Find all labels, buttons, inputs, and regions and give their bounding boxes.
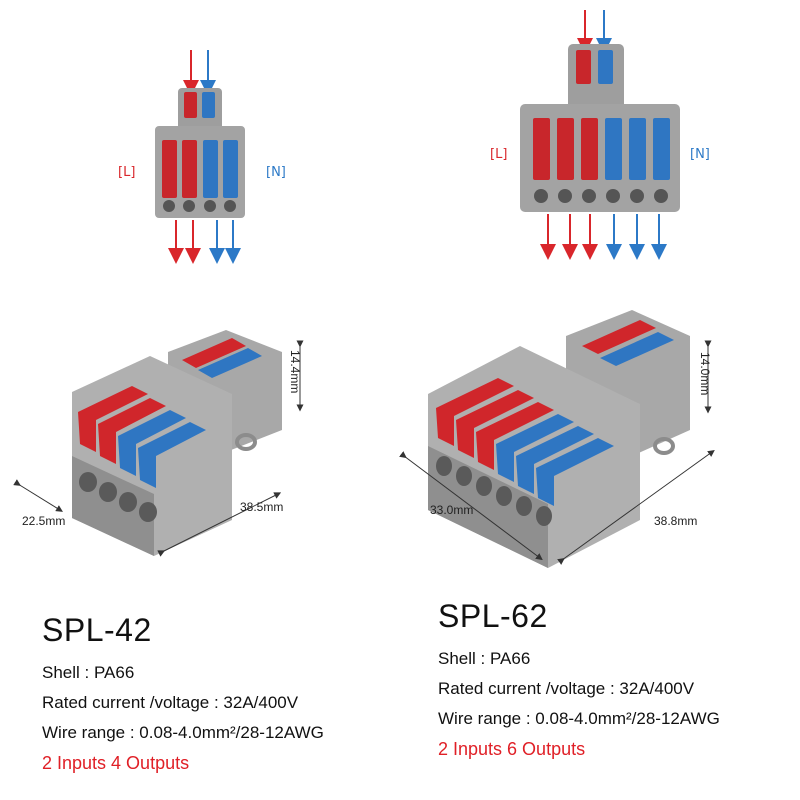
live-label-text: [L] <box>118 165 136 180</box>
spl42-height-dimension: 14.4mm <box>288 350 302 394</box>
spl42-perspective-view <box>13 330 304 557</box>
spl42-neutral-label: [N] <box>266 165 286 180</box>
spl62-height-dimension: 14.0mm <box>698 352 712 396</box>
spl42-width-dimension: 22.5mm <box>22 514 66 528</box>
spl62-width-dimension: 33.0mm <box>430 503 474 517</box>
spl42-front-view <box>155 50 245 264</box>
spl62-front-view <box>520 10 680 260</box>
wire-spec: Wire range : 0.08-4.0mm²/28-12AWG <box>438 709 720 728</box>
rating-spec: Rated current /voltage : 32A/400V <box>42 693 299 712</box>
io-spec: 2 Inputs 6 Outputs <box>438 739 586 759</box>
neutral-label-text: [N] <box>266 165 286 180</box>
spl42-spec-block: SPL-42 Shell : PA66 Rated current /volta… <box>42 612 442 774</box>
shell-spec: Shell : PA66 <box>438 649 531 668</box>
spl62-live-label: [L] <box>490 147 507 162</box>
shell-spec: Shell : PA66 <box>42 663 135 682</box>
spl62-perspective-view <box>399 310 715 568</box>
neutral-label-text: [N] <box>690 147 710 162</box>
wire-spec: Wire range : 0.08-4.0mm²/28-12AWG <box>42 723 324 742</box>
product-illustration <box>13 10 715 568</box>
rating-spec: Rated current /voltage : 32A/400V <box>438 679 695 698</box>
live-label-text: [L] <box>490 147 508 162</box>
model-name: SPL-62 <box>438 598 548 634</box>
spl62-length-dimension: 38.8mm <box>654 514 698 528</box>
spl42-live-label: [L] <box>118 165 135 180</box>
io-spec: 2 Inputs 4 Outputs <box>42 753 190 773</box>
model-name: SPL-42 <box>42 612 152 648</box>
spl42-length-dimension: 38.5mm <box>240 500 284 514</box>
spl62-spec-block: SPL-62 Shell : PA66 Rated current /volta… <box>438 598 800 760</box>
spl62-neutral-label: [N] <box>690 147 710 162</box>
